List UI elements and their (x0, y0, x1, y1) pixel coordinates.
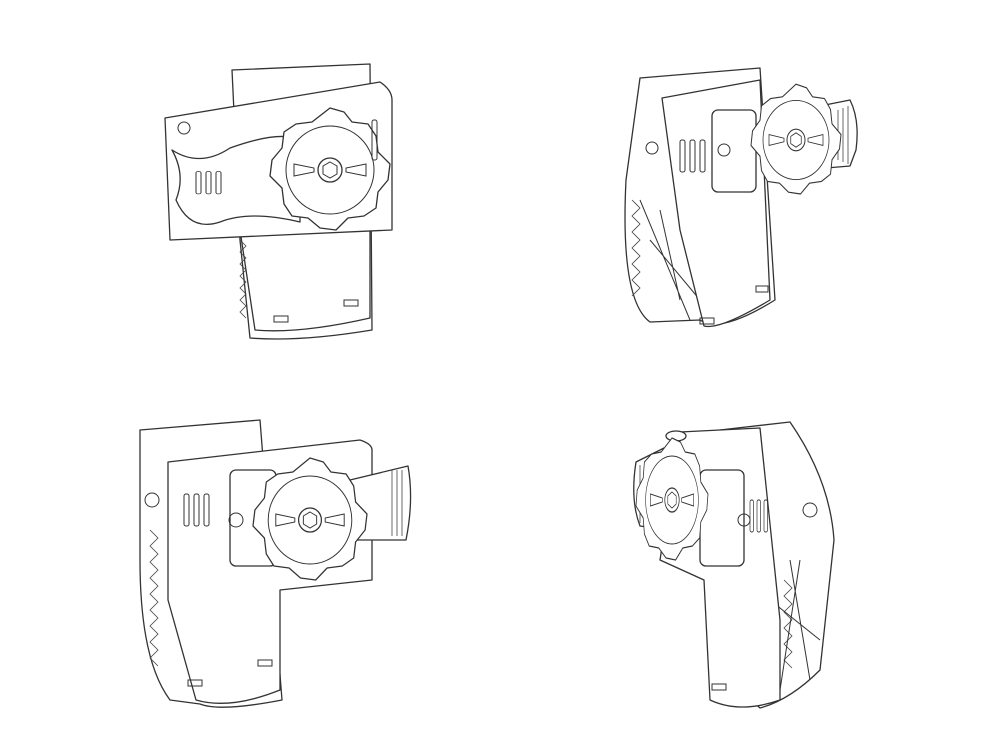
clip-view-angled-left (139, 419, 412, 708)
clip-view-angled-right (624, 67, 858, 328)
clip-view-front (164, 63, 393, 340)
clip-view-back-angled (633, 421, 835, 709)
